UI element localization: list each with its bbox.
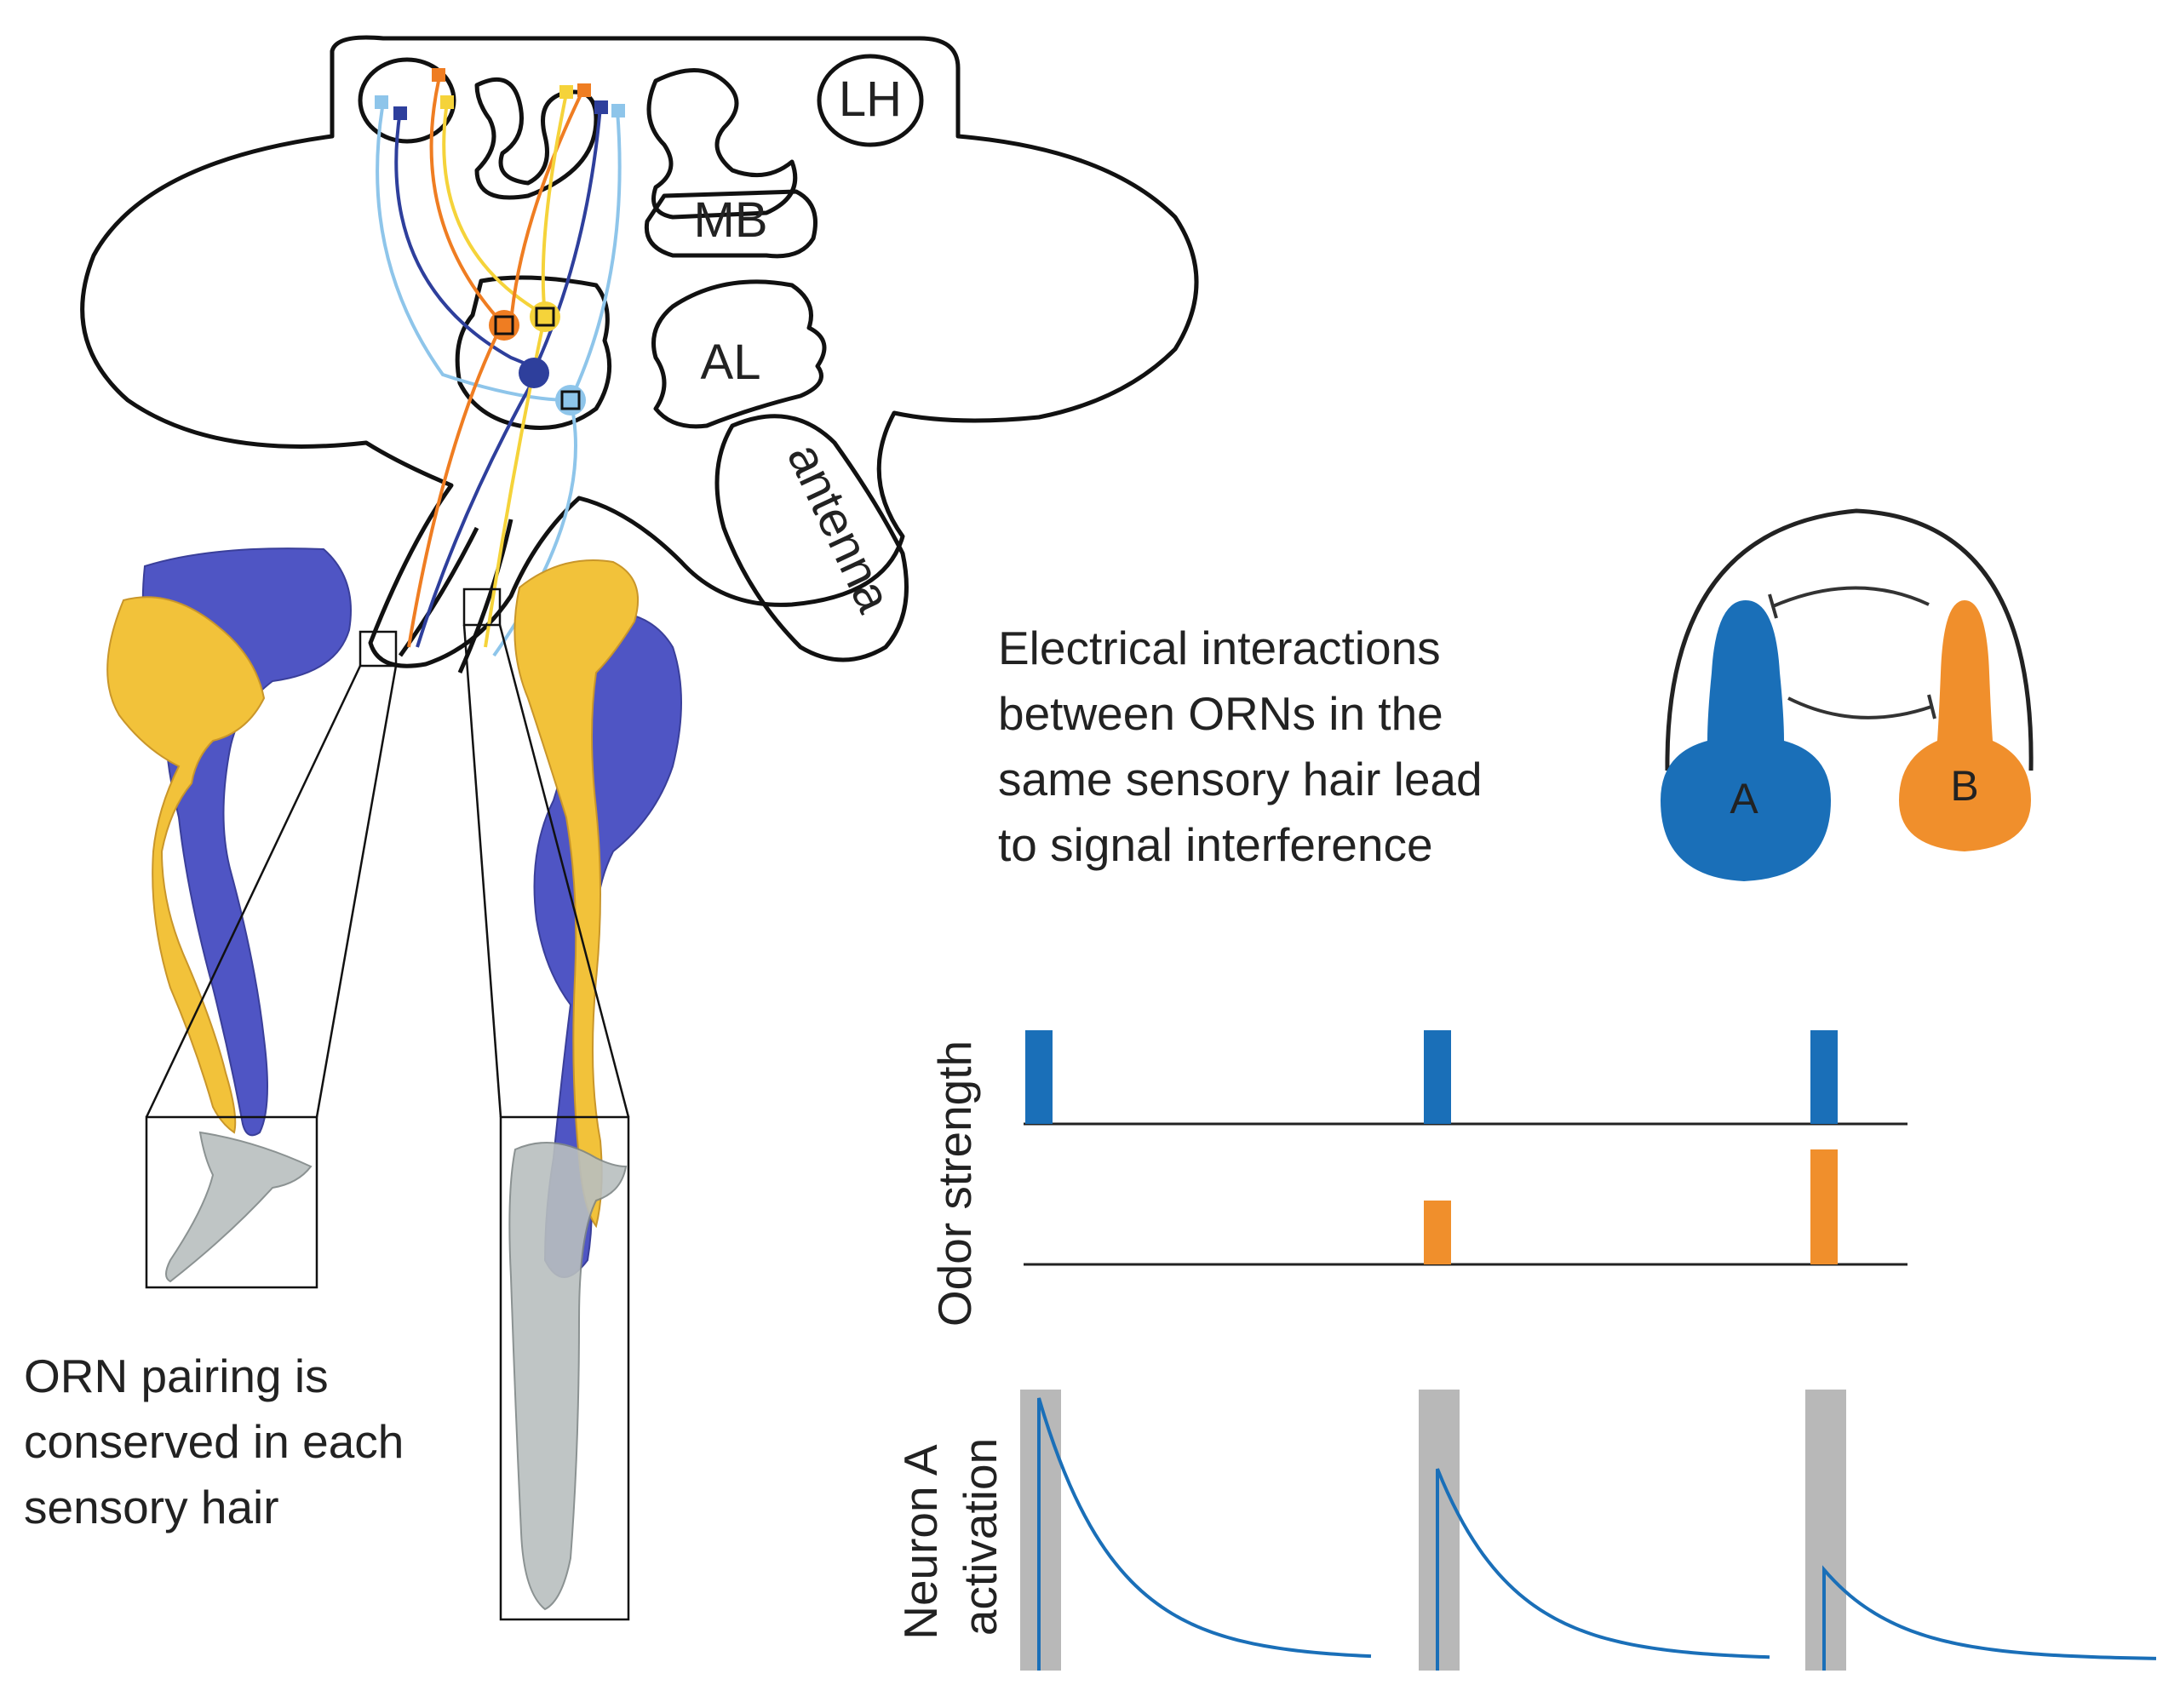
zoom-line-left-b (315, 665, 398, 1118)
sensillum-reconstruction-right (508, 559, 682, 1611)
glomerulus-yellow (530, 301, 560, 332)
terminal-light-blue-2 (611, 104, 625, 117)
inhibition-b-to-a (1772, 586, 1930, 608)
zoom-line-right-b (498, 624, 630, 1118)
pairing-caption-line-3: sensory hair (24, 1481, 279, 1533)
pairing-caption-line-2: conserved in each (24, 1415, 404, 1468)
odor-bars (1025, 1030, 1838, 1264)
odor-a-bar (1025, 1030, 1053, 1124)
terminal-dark-blue-1 (393, 106, 407, 120)
lh-label: LH (839, 72, 902, 127)
terminal-yellow-2 (559, 85, 573, 99)
orn-axon-orange-2 (509, 89, 585, 324)
mb-lobe-center (646, 68, 798, 220)
zoom-target-right (462, 587, 502, 627)
mb-region (644, 189, 818, 259)
odor-ylabel: Odor strength (928, 1040, 981, 1327)
orn-axon-dark-blue-2 (531, 106, 602, 375)
zoom-box-left (145, 630, 398, 1289)
glomerulus-yellow-box (535, 307, 555, 327)
glomeruli (375, 68, 625, 416)
antenna-region (714, 414, 909, 662)
terminal-orange-2 (577, 83, 591, 97)
zoom-frame-left (145, 1115, 318, 1289)
terminal-dark-blue-2 (594, 100, 608, 114)
activation-plot: Neuron A activation (894, 1390, 2157, 1671)
activation-traces (1020, 1390, 2157, 1671)
zoom-box-right (462, 587, 630, 1621)
terminal-light-blue-1 (375, 95, 388, 109)
al-region (651, 279, 827, 429)
glomerulus-light-blue-box (560, 390, 581, 410)
glomerulus-dark-blue (519, 358, 549, 388)
al-label: AL (701, 335, 761, 390)
inhibition-a-to-b (1787, 696, 1932, 719)
odor-plot: Odor strength (928, 1030, 1908, 1327)
neuron-schematic: A B (1661, 508, 2034, 881)
zoom-line-right-a (462, 624, 502, 1118)
odor-a-bar (1810, 1030, 1838, 1124)
cuticle-right (508, 1142, 628, 1611)
brain-outline (80, 35, 1199, 668)
activation-trace (1822, 1565, 2157, 1671)
interaction-caption-line-3: same sensory hair lead (998, 753, 1483, 805)
activation-trace (1037, 1397, 1372, 1671)
terminal-yellow-1 (440, 95, 454, 109)
terminal-orange-1 (432, 68, 445, 82)
orn-axon-dark-blue (394, 110, 543, 648)
orn-axon-light-blue (376, 101, 577, 657)
neuron-b-label: B (1950, 762, 1978, 810)
zoom-frame-right (499, 1115, 630, 1621)
orn-axon-yellow-2 (541, 93, 568, 316)
pairing-caption: ORN pairing is conserved in each sensory… (24, 1350, 417, 1533)
pairing-caption-line-1: ORN pairing is (24, 1350, 329, 1402)
activation-ylabel-line-2: activation (954, 1438, 1007, 1636)
odor-b-bar (1424, 1201, 1451, 1264)
mb-label: MB (694, 192, 768, 248)
al-region-left (455, 275, 612, 430)
inhibition-b-to-a-bar (1768, 593, 1778, 619)
orn-axon-light-blue-2 (569, 110, 622, 401)
glomerulus-light-blue (555, 385, 586, 416)
activation-trace (1436, 1468, 1770, 1671)
neuron-b-body (1899, 600, 2031, 851)
zoom-line-left-a (145, 665, 362, 1118)
glomerulus-orange-box (494, 315, 514, 335)
neuron-a-body (1661, 600, 1831, 881)
interaction-caption-line-2: between ORNs in the (998, 687, 1443, 740)
interaction-caption-line-1: Electrical interactions (998, 622, 1441, 674)
activation-ylabel: Neuron A activation (894, 1434, 1007, 1640)
interaction-caption: Electrical interactions between ORNs in … (998, 622, 1495, 871)
interaction-caption-line-4: to signal interference (998, 818, 1433, 871)
odor-b-bar (1810, 1149, 1838, 1264)
volume-yellow-left (106, 596, 266, 1134)
volume-yellow-right (513, 559, 640, 1229)
antenna-label: antenna (777, 435, 903, 621)
lh-region (817, 54, 924, 147)
activation-ylabel-line-1: Neuron A (894, 1444, 947, 1640)
neuron-a-label: A (1730, 775, 1758, 822)
brain-diagram (80, 35, 1199, 674)
zoom-target-left (359, 630, 398, 668)
sensillum-reconstruction-left (106, 547, 352, 1283)
odor-a-bar (1424, 1030, 1451, 1124)
glomerulus-orange (489, 310, 519, 341)
cuticle-left (165, 1131, 313, 1283)
inhibition-a-to-b-bar (1927, 694, 1936, 719)
coupling-arc (1665, 508, 2034, 771)
